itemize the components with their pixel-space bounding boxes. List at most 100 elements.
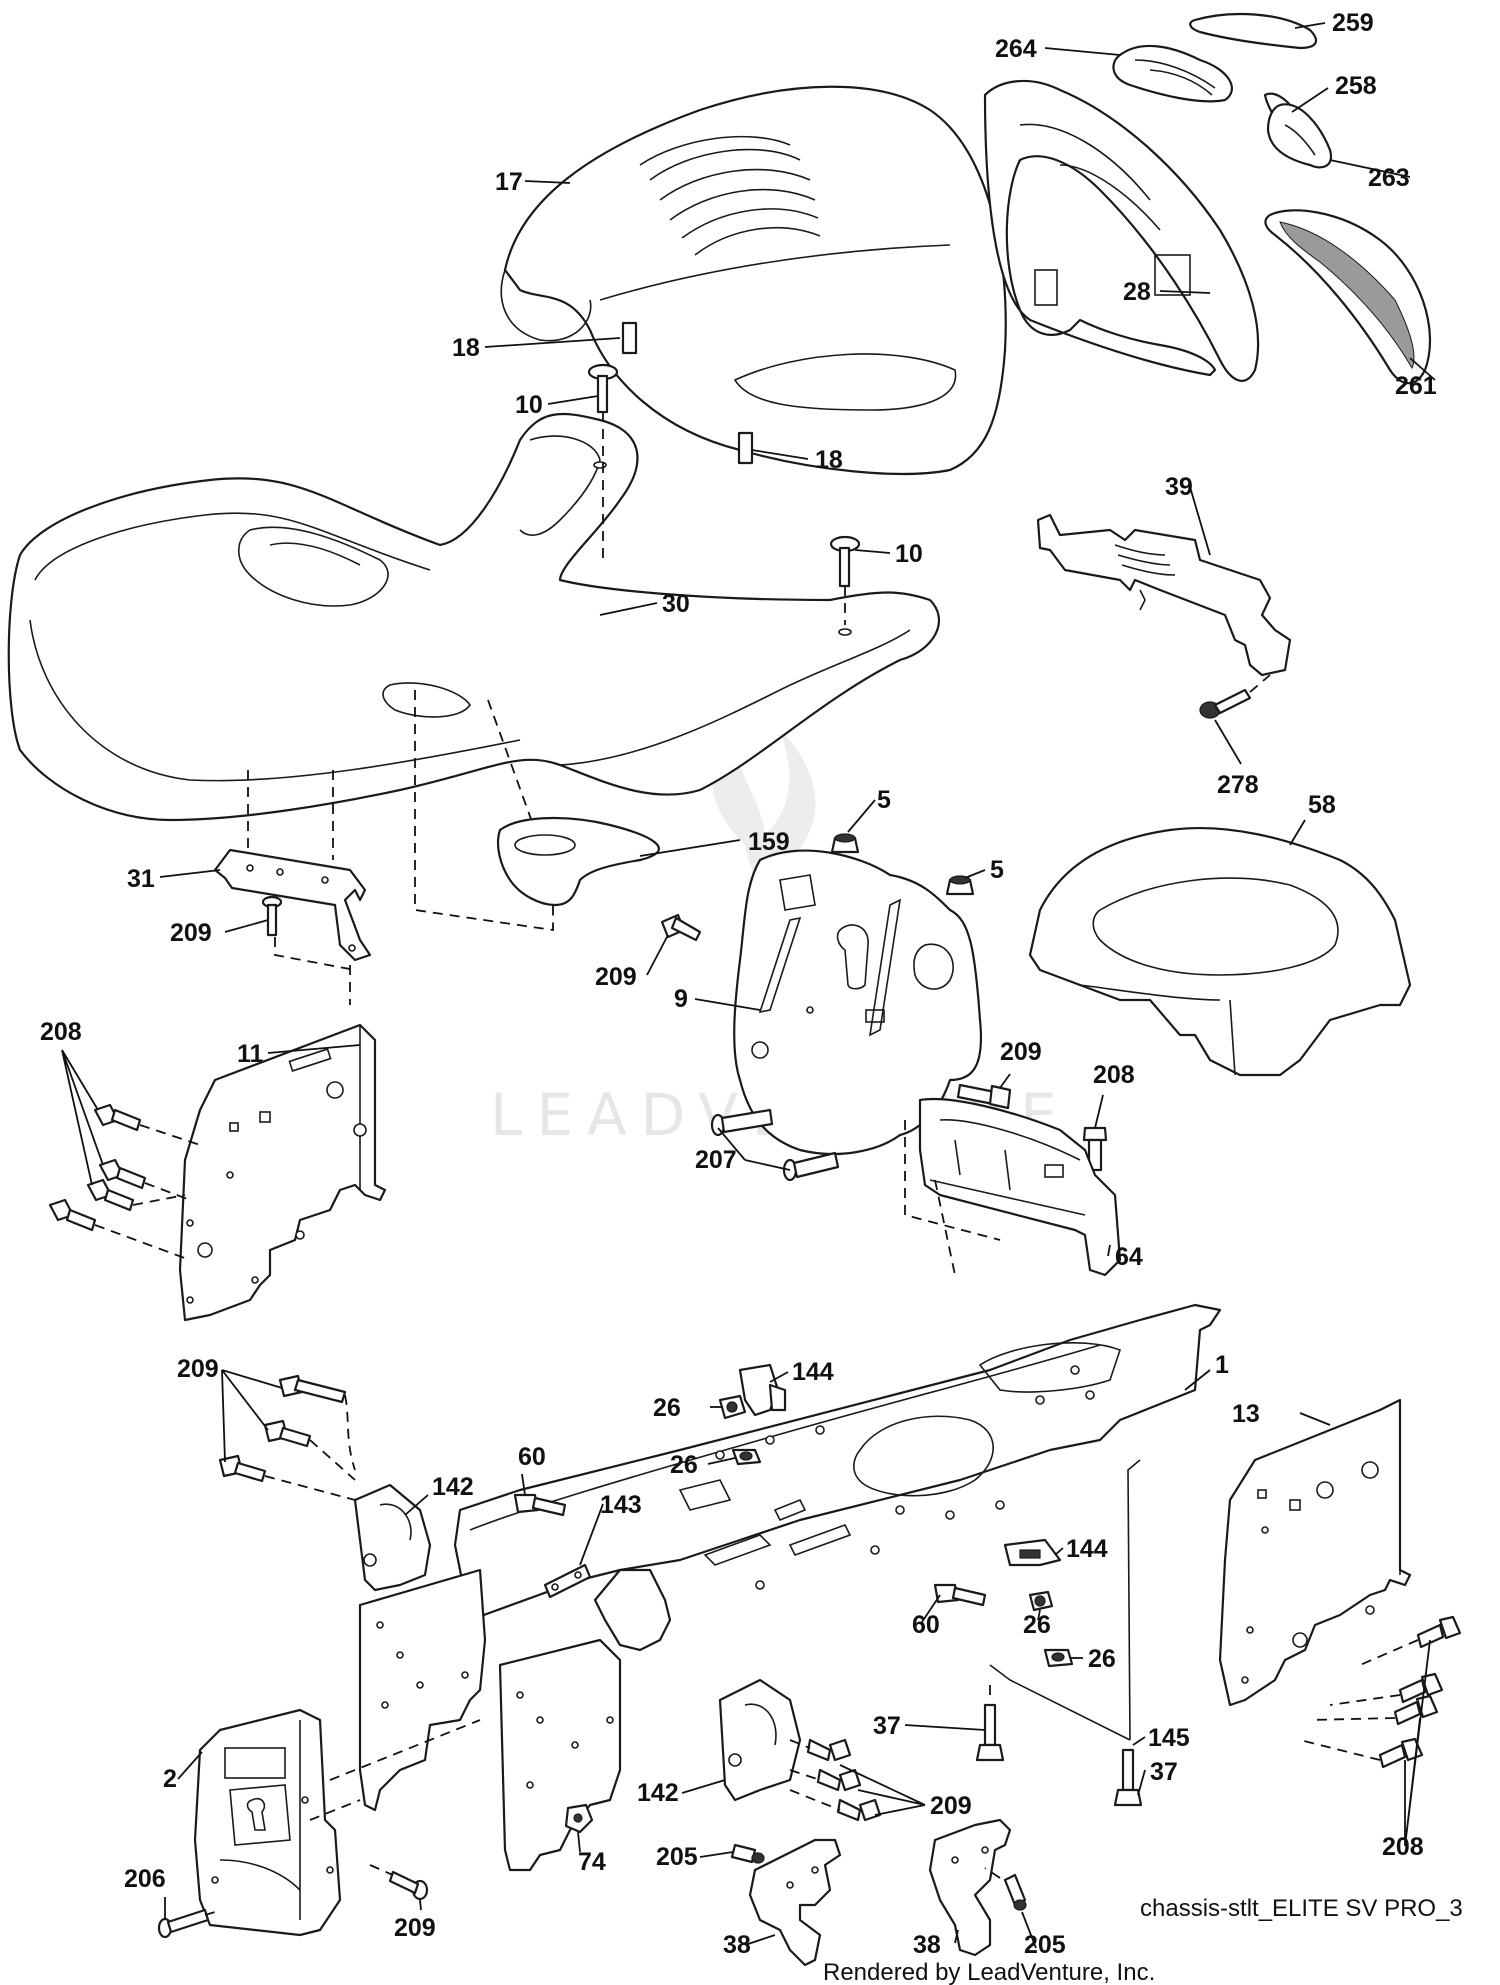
bolt-207-b-part bbox=[782, 1151, 840, 1182]
bolt-209-e-group-part bbox=[806, 1738, 882, 1822]
side-spacer-upper-part bbox=[621, 321, 638, 355]
grille-mesh-part bbox=[1264, 209, 1432, 385]
left-side-plate-part bbox=[178, 1023, 387, 1322]
callout-26-c: 26 bbox=[1023, 1611, 1051, 1639]
callout-263: 263 bbox=[1368, 164, 1410, 192]
callout-259: 259 bbox=[1332, 9, 1374, 37]
callout-145: 145 bbox=[1148, 1724, 1190, 1752]
callout-206: 206 bbox=[124, 1865, 166, 1893]
carriage-bolt-left-part bbox=[587, 363, 619, 414]
render-credit: Rendered by LeadVenture, Inc. bbox=[823, 1959, 1155, 1985]
bolt-209-f-part bbox=[388, 1870, 429, 1901]
headlight-part bbox=[1112, 44, 1233, 103]
bolt-208-a-group-part bbox=[48, 1103, 147, 1232]
callout-143: 143 bbox=[600, 1491, 642, 1519]
nut-26-c-part bbox=[1028, 1590, 1054, 1612]
callout-64: 64 bbox=[1115, 1243, 1143, 1271]
bolt-208-c-group-part bbox=[1378, 1615, 1462, 1769]
callout-9: 9 bbox=[674, 985, 688, 1013]
bracket-38-b-part bbox=[928, 1818, 1012, 1957]
nut-26-b-part bbox=[731, 1448, 762, 1466]
callout-142-lower: 142 bbox=[637, 1779, 679, 1807]
bolt-205-a-part bbox=[730, 1843, 765, 1864]
main-frame-part bbox=[453, 1303, 1222, 1652]
leader-lines bbox=[61, 22, 1436, 1949]
callout-60-left: 60 bbox=[518, 1443, 546, 1471]
callout-209-seat: 209 bbox=[170, 919, 212, 947]
callout-labels: 259 264 258 17 263 28 18 261 10 18 39 10… bbox=[40, 9, 1437, 1959]
callout-13: 13 bbox=[1232, 1400, 1260, 1428]
callout-205-right: 205 bbox=[1024, 1931, 1066, 1959]
callout-11: 11 bbox=[237, 1040, 264, 1068]
callout-18-upper: 18 bbox=[452, 334, 480, 362]
bolt-37-a-part bbox=[975, 1703, 1005, 1762]
screw-278-part bbox=[1199, 688, 1252, 719]
hood-latch-bracket-part bbox=[1036, 513, 1292, 677]
callout-159: 159 bbox=[748, 828, 790, 856]
side-spacer-lower-part bbox=[737, 431, 754, 465]
callout-278: 278 bbox=[1217, 771, 1259, 799]
callout-209-dash: 209 bbox=[595, 963, 637, 991]
callout-39: 39 bbox=[1165, 473, 1193, 501]
callout-209-frame-right: 209 bbox=[930, 1792, 972, 1820]
carriage-bolt-right-part bbox=[829, 535, 861, 588]
bracket-38-a-part bbox=[748, 1838, 842, 1967]
callout-26-a: 26 bbox=[653, 1394, 681, 1422]
callout-209-bracket: 209 bbox=[1000, 1038, 1042, 1066]
callout-209-front: 209 bbox=[394, 1914, 436, 1942]
callout-38-right: 38 bbox=[913, 1931, 941, 1959]
callout-264: 264 bbox=[995, 35, 1037, 63]
callout-30: 30 bbox=[662, 590, 690, 618]
callout-261: 261 bbox=[1395, 372, 1437, 400]
callout-10-right: 10 bbox=[895, 540, 923, 568]
nut-5-b-part bbox=[945, 875, 975, 896]
nut-26-a-part bbox=[718, 1394, 747, 1420]
bolt-60-b-part bbox=[933, 1583, 987, 1607]
callout-144-upper: 144 bbox=[792, 1358, 834, 1386]
callout-208-left: 208 bbox=[40, 1018, 82, 1046]
diagram-caption: chassis-stlt_ELITE SV PRO_3 bbox=[1140, 1895, 1463, 1922]
callout-58: 58 bbox=[1308, 791, 1336, 819]
hood-part bbox=[500, 85, 1007, 476]
pivot-bracket-142-b-part bbox=[718, 1678, 802, 1802]
callout-208-bracket: 208 bbox=[1093, 1061, 1135, 1089]
nut-26-d-part bbox=[1043, 1648, 1074, 1668]
bolt-209-a-part bbox=[261, 895, 283, 937]
right-side-plate-part bbox=[1218, 1398, 1412, 1707]
callout-37-right: 37 bbox=[1150, 1758, 1178, 1786]
engine-shroud-part bbox=[1028, 826, 1412, 1077]
callout-5-upper: 5 bbox=[877, 786, 891, 814]
callout-1: 1 bbox=[1215, 1351, 1229, 1379]
callout-17: 17 bbox=[495, 168, 523, 196]
cup-holder-part bbox=[496, 816, 660, 907]
hood-pivot-bracket-part bbox=[918, 1097, 1122, 1277]
front-bracket-part bbox=[193, 1708, 342, 1937]
callout-205-left: 205 bbox=[656, 1843, 698, 1871]
bolt-60-a-part bbox=[513, 1493, 567, 1517]
callout-5-lower: 5 bbox=[990, 856, 1004, 884]
callout-37-left: 37 bbox=[873, 1712, 901, 1740]
rod-145-part bbox=[989, 1459, 1141, 1741]
nut-74-part bbox=[564, 1803, 594, 1834]
bolt-207-a-part bbox=[710, 1108, 774, 1137]
callout-31: 31 bbox=[127, 865, 155, 893]
pivot-bracket-142-a-part bbox=[353, 1483, 432, 1592]
callout-10-left: 10 bbox=[515, 391, 543, 419]
callout-28: 28 bbox=[1123, 278, 1151, 306]
bolt-206-part bbox=[157, 1908, 210, 1939]
callout-74: 74 bbox=[578, 1848, 606, 1876]
bolt-208-b-part bbox=[1082, 1126, 1108, 1172]
bolt-209-b-part bbox=[660, 913, 702, 942]
headlight-right-part bbox=[1266, 103, 1333, 169]
grille-housing-part bbox=[983, 79, 1260, 382]
callout-26-b: 26 bbox=[670, 1451, 698, 1479]
clip-144-a-part bbox=[738, 1363, 787, 1417]
bolt-37-b-part bbox=[1113, 1748, 1143, 1807]
callout-2: 2 bbox=[163, 1765, 177, 1793]
callout-207: 207 bbox=[695, 1146, 737, 1174]
fender-part bbox=[7, 412, 941, 822]
callout-142-upper: 142 bbox=[432, 1473, 474, 1501]
headlight-lens-part bbox=[1189, 12, 1318, 50]
bolt-205-b-part bbox=[1003, 1873, 1027, 1911]
